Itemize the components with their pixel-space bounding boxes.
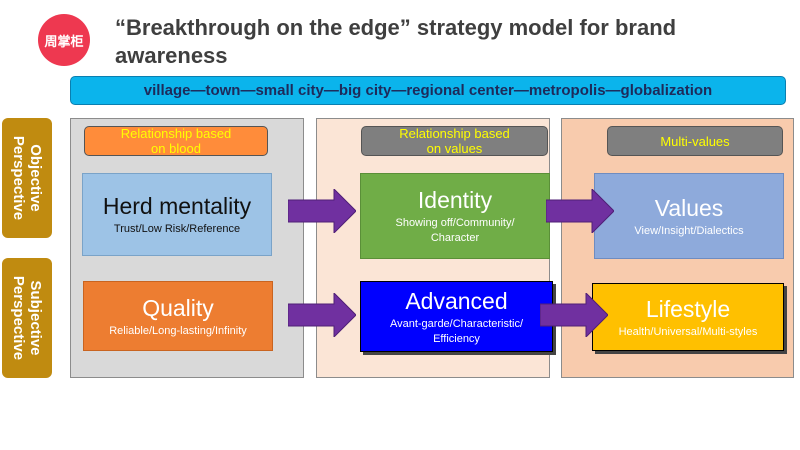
subjective-perspective-text: Subjective Perspective	[10, 275, 45, 361]
expansion-banner: village—town—small city—big city—regiona…	[70, 76, 786, 105]
advanced-subtitle: Avant-garde/Characteristic/ Efficiency	[389, 317, 524, 345]
arrow-quality-to-advanced	[288, 293, 356, 337]
arrow-herd-to-identity	[288, 189, 356, 233]
advanced-title: Advanced	[405, 287, 508, 314]
logo-badge: 周掌柜	[38, 14, 90, 66]
box-values: Values View/Insight/Dialectics	[594, 173, 784, 259]
box-quality: Quality Reliable/Long-lasting/Infinity	[83, 281, 273, 351]
header-blood: Relationship based on blood	[84, 126, 268, 156]
identity-subtitle: Showing off/Community/ Character	[395, 217, 515, 244]
header-multi-values: Multi-values	[607, 126, 783, 156]
arrow-identity-to-values	[546, 189, 614, 233]
lifestyle-title: Lifestyle	[645, 295, 731, 322]
box-identity: Identity Showing off/Community/ Characte…	[360, 173, 550, 259]
identity-title: Identity	[417, 187, 493, 213]
objective-perspective-label: Objective Perspective	[2, 118, 52, 238]
box-herd-mentality: Herd mentality Trust/Low Risk/Reference	[82, 173, 272, 256]
arrow-advanced-to-lifestyle	[540, 293, 608, 337]
logo-text: 周掌柜	[44, 34, 84, 50]
box-advanced: Advanced Avant-garde/Characteristic/ Eff…	[360, 281, 553, 352]
page-title: “Breakthrough on the edge” strategy mode…	[115, 15, 677, 68]
lifestyle-subtitle: Health/Universal/Multi-styles	[618, 325, 758, 338]
herd-mentality-subtitle: Trust/Low Risk/Reference	[113, 223, 241, 235]
objective-perspective-text: Objective Perspective	[10, 135, 45, 221]
header-values: Relationship based on values	[361, 126, 548, 156]
herd-mentality-title: Herd mentality	[102, 193, 252, 219]
box-lifestyle: Lifestyle Health/Universal/Multi-styles	[592, 283, 784, 351]
values-title: Values	[654, 194, 724, 221]
quality-title: Quality	[142, 294, 214, 321]
subjective-perspective-label: Subjective Perspective	[2, 258, 52, 378]
values-subtitle: View/Insight/Dialectics	[634, 224, 744, 237]
quality-subtitle: Reliable/Long-lasting/Infinity	[109, 324, 247, 337]
